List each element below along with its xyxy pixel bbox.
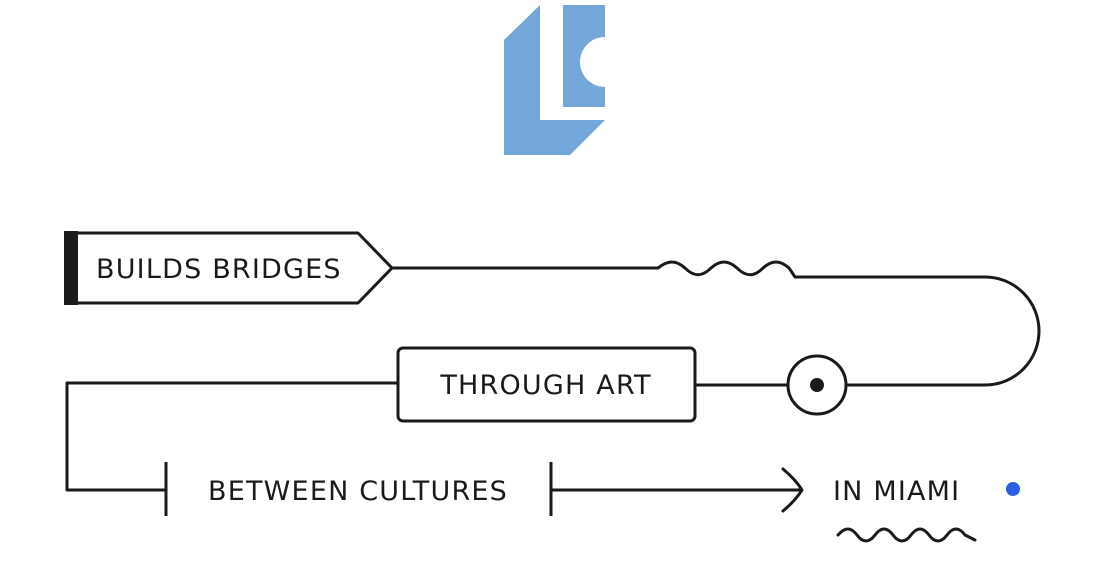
builds-bridges-text: BUILDS BRIDGES — [96, 254, 342, 285]
connector-line-left — [65, 381, 400, 492]
label-between-cultures: BETWEEN CULTURES — [164, 462, 553, 516]
squiggle-underline — [836, 527, 977, 543]
connector-line-top — [390, 260, 1041, 387]
logo-c-shape — [563, 5, 605, 107]
blue-dot — [1006, 482, 1020, 496]
label-in-miami: IN MIAMI — [833, 476, 1020, 507]
arrowhead — [781, 467, 804, 513]
label-through-art: THROUGH ART — [396, 346, 697, 423]
through-art-box — [396, 346, 697, 423]
tag-bar — [64, 231, 78, 305]
between-cultures-text: BETWEEN CULTURES — [208, 476, 508, 507]
station-circle — [786, 354, 848, 416]
lc-logo — [504, 5, 605, 155]
logo-l-shape — [504, 5, 605, 155]
in-miami-text: IN MIAMI — [833, 476, 960, 507]
through-art-text: THROUGH ART — [439, 370, 651, 401]
label-builds-bridges: BUILDS BRIDGES — [64, 231, 394, 305]
